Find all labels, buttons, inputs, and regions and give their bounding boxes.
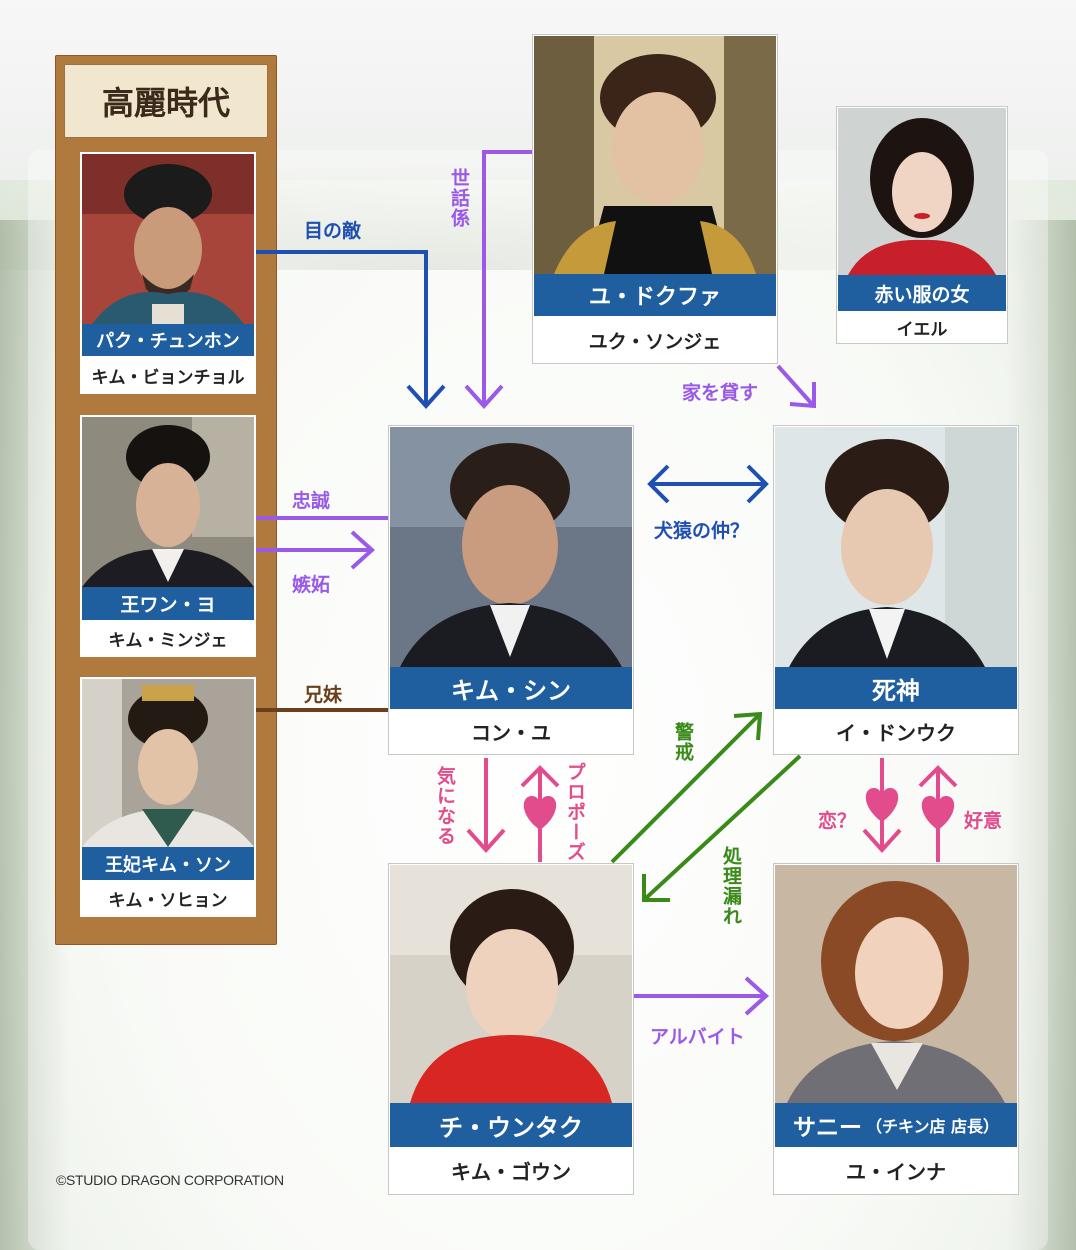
portrait-wang-yeo (82, 417, 254, 587)
actor-yoo-dokfa: ユク・ソンジェ (534, 318, 776, 362)
arrow-goodwill-head (918, 765, 958, 788)
arrow-missed (644, 754, 802, 900)
arrow-rent-house-head (789, 382, 816, 409)
actor-park-chunhon: キム・ビョンチョル (82, 358, 254, 392)
label-siblings: 兄妹 (304, 684, 343, 706)
actor-sunny: ユ・インナ (775, 1148, 1017, 1193)
heart-icon (921, 796, 955, 830)
arrow-caution-head (733, 711, 763, 741)
portrait-yoo-dokfa (534, 36, 776, 274)
arrow-caretaker (482, 150, 532, 404)
role-grim-reaper: 死神 (775, 667, 1017, 709)
portrait-ji-euntak (390, 865, 632, 1103)
role-woman-in-red: 赤い服の女 (838, 275, 1006, 311)
label-rent-house: 家を貸す (682, 382, 759, 404)
role-yoo-dokfa: ユ・ドクファ (534, 274, 776, 316)
arrow-rent-house (776, 364, 814, 406)
label-curious: 気になる (434, 766, 456, 846)
label-parttime: アルバイト (650, 1026, 745, 1048)
portrait-park-chunhon (82, 154, 254, 324)
actor-queen-kim-sun: キム・ソヒョン (82, 882, 254, 915)
portrait-queen-kim-sun (82, 679, 254, 847)
arrow-enemy (256, 250, 428, 404)
arrow-jealousy-head (350, 530, 375, 570)
label-loyalty: 忠誠 (292, 490, 331, 512)
role-sunny-name: サニー (792, 1115, 862, 1141)
actor-wang-yeo: キム・ミンジェ (82, 622, 254, 655)
portrait-grim-reaper (775, 427, 1017, 667)
label-caretaker: 世話係 (448, 168, 470, 228)
copyright-notice: ©STUDIO DRAGON CORPORATION (56, 1172, 284, 1188)
heart-icon (523, 796, 557, 830)
actor-kim-shin: コン・ユ (390, 710, 632, 753)
label-propose: プロポーズ (564, 762, 586, 862)
role-wang-yeo: 王ワン・ヨ (82, 587, 254, 620)
portrait-sunny (775, 865, 1017, 1103)
label-rivals: 犬猿の仲？ (654, 520, 750, 542)
portrait-kim-shin (390, 427, 632, 667)
arrow-rivals-head-right (746, 464, 769, 504)
actor-woman-in-red: イエル (838, 312, 1006, 342)
arrow-parttime-head (744, 976, 769, 1016)
arrow-enemy-head (406, 384, 446, 409)
label-enemy: 目の敵 (304, 220, 362, 242)
role-kim-shin: キム・シン (390, 667, 632, 709)
era-title: 高麗時代 (64, 64, 268, 138)
actor-grim-reaper: イ・ドンウク (775, 710, 1017, 753)
actor-ji-euntak: キム・ゴウン (390, 1148, 632, 1193)
label-goodwill: 好意 (964, 810, 1003, 832)
arrow-curious-head (466, 828, 506, 853)
arrow-propose-head (520, 765, 560, 788)
label-caution: 警戒 (672, 722, 694, 762)
role-ji-euntak: チ・ウンタク (390, 1103, 632, 1147)
label-jealousy: 嫉妬 (292, 574, 331, 596)
arrow-caution (610, 714, 760, 864)
arrow-rivals-head-left (647, 464, 670, 504)
label-love: 恋？ (818, 810, 857, 832)
portrait-woman-in-red (838, 108, 1006, 275)
role-sunny-subtitle: （チキン店 店長） (865, 1117, 1000, 1136)
role-sunny: サニー（チキン店 店長） (775, 1103, 1017, 1147)
arrow-caretaker-head (464, 384, 504, 409)
label-missed: 処理漏れ (720, 846, 742, 926)
role-park-chunhon: パク・チュンホン (82, 324, 254, 356)
arrow-missed-head (642, 874, 670, 902)
role-queen-kim-sun: 王妃キム・ソン (82, 847, 254, 880)
arrow-love-head (862, 828, 902, 853)
heart-icon (865, 788, 899, 822)
